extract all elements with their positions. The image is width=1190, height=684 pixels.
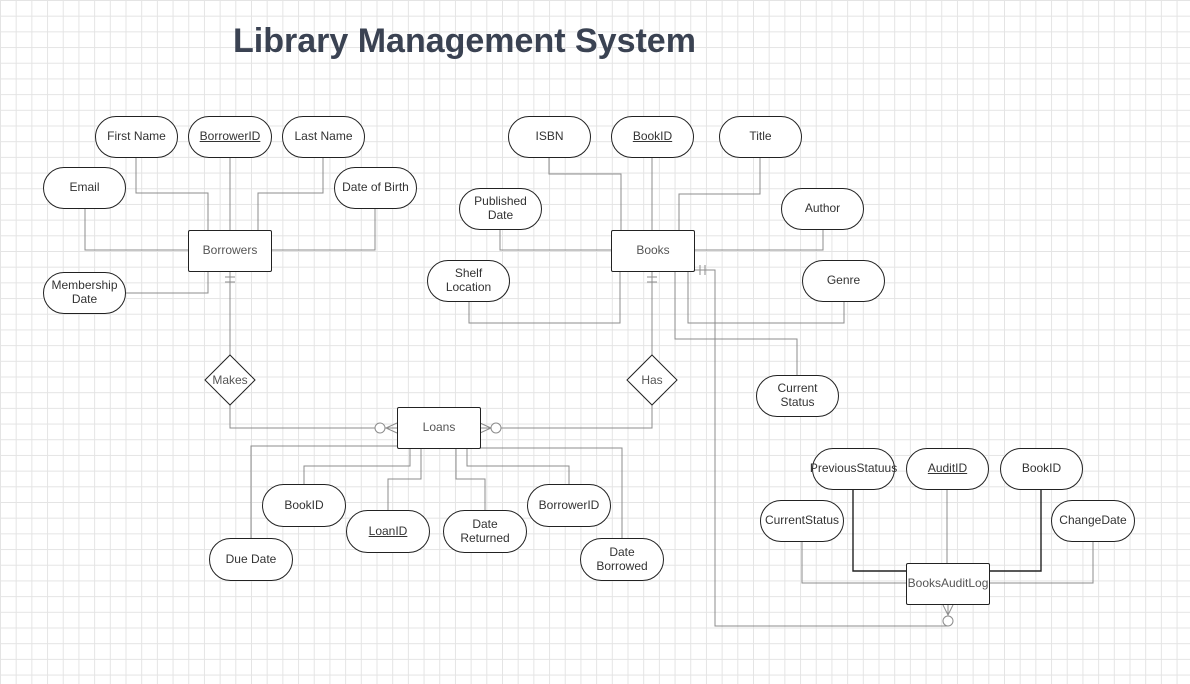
edge-loans-borrower-id: [466, 448, 570, 484]
edge-books-author: [694, 230, 824, 251]
edge-books-genre: [687, 271, 845, 324]
marker-audit-many: [942, 604, 954, 617]
attr-published-date[interactable]: Published Date: [459, 188, 542, 230]
attr-date-of-birth[interactable]: Date of Birth: [334, 167, 417, 209]
edge-borrowers-membership-date: [126, 271, 209, 294]
edge-loans-loan-id: [387, 448, 422, 510]
attr-due-date[interactable]: Due Date: [209, 538, 293, 581]
edge-loans-book-id: [303, 448, 411, 484]
edge-borrowers-email: [84, 209, 188, 251]
entity-books[interactable]: Books: [611, 230, 695, 272]
entity-loans[interactable]: Loans: [397, 407, 481, 449]
relationship-has: [626, 354, 678, 406]
edge-borrowers-date-of-birth: [271, 209, 376, 251]
attr-date-returned[interactable]: Date Returned: [443, 510, 527, 553]
attr-current-status[interactable]: Current Status: [756, 375, 839, 417]
entity-borrowers[interactable]: Borrowers: [188, 230, 272, 272]
relationship-makes: [204, 354, 256, 406]
attr-membership-date[interactable]: Membership Date: [43, 272, 126, 314]
edge-audit-previous-status: [852, 489, 906, 572]
has-label: Has: [641, 373, 663, 387]
edge-makes-loans: [229, 404, 397, 429]
attr-email[interactable]: Email: [43, 167, 126, 209]
makes-label: Makes: [212, 373, 248, 387]
edge-borrowers-last-name: [257, 157, 324, 230]
marker-audit-zero: [942, 615, 954, 627]
attr-genre[interactable]: Genre: [802, 260, 885, 302]
entity-books-audit-log[interactable]: BooksAuditLog: [906, 563, 990, 605]
edge-loans-date-borrowed: [480, 447, 623, 538]
attr-loan-id-key[interactable]: LoanID: [346, 510, 430, 553]
marker-loans-zero-left: [374, 422, 386, 434]
edge-audit-book-id: [989, 489, 1042, 572]
attr-audit-id-key[interactable]: AuditID: [906, 448, 989, 490]
edge-books-shelf-location: [468, 271, 621, 324]
attr-title[interactable]: Title: [719, 116, 802, 158]
edge-audit-current-status: [801, 541, 906, 584]
attr-isbn[interactable]: ISBN: [508, 116, 591, 158]
edge-loans-date-returned: [455, 448, 486, 510]
edge-books-title: [678, 158, 761, 230]
edge-books-isbn: [548, 158, 622, 230]
attr-loan-borrower-id[interactable]: BorrowerID: [527, 484, 611, 527]
edge-books-published-date: [499, 230, 611, 251]
page-title: Library Management System: [233, 22, 696, 60]
edge-books-current-status: [674, 271, 798, 375]
edge-borrowers-first-name: [135, 157, 209, 230]
marker-books-audit-one: [699, 265, 706, 275]
attr-previous-status[interactable]: PreviousStatuus: [810, 448, 897, 490]
attr-book-id-key[interactable]: BookID: [611, 116, 694, 158]
attr-shelf-location[interactable]: Shelf Location: [427, 260, 510, 302]
marker-loans-many-left: [384, 422, 398, 434]
attr-audit-current-status[interactable]: CurrentStatus: [760, 500, 844, 542]
attr-change-date[interactable]: ChangeDate: [1051, 500, 1135, 542]
marker-loans-zero-right: [490, 422, 502, 434]
edge-audit-change-date: [989, 541, 1094, 584]
marker-books-one: [647, 276, 657, 283]
attr-audit-book-id[interactable]: BookID: [1000, 448, 1083, 490]
attr-last-name[interactable]: Last Name: [282, 116, 365, 158]
edge-has-loans: [480, 404, 653, 429]
marker-borrowers-one: [225, 276, 235, 283]
attr-author[interactable]: Author: [781, 188, 864, 230]
attr-borrower-id-key[interactable]: BorrowerID: [188, 116, 272, 158]
attr-loan-book-id[interactable]: BookID: [262, 484, 346, 527]
attr-first-name[interactable]: First Name: [95, 116, 178, 158]
edge-loans-due-date: [250, 445, 397, 538]
attr-date-borrowed[interactable]: Date Borrowed: [580, 538, 664, 581]
